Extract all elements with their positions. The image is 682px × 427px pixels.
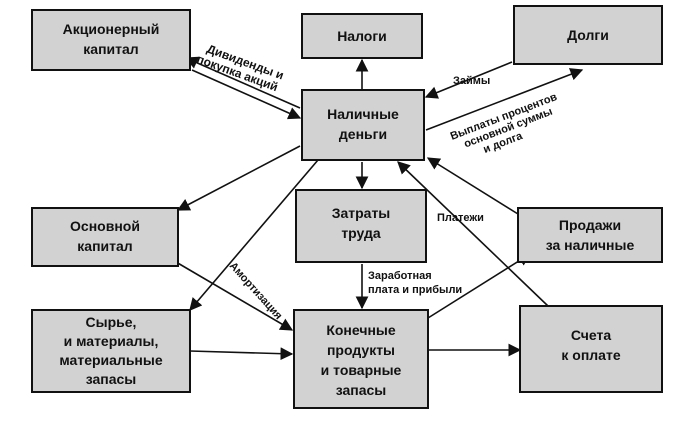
svg-text:Конечные: Конечные (326, 322, 396, 338)
edge-labels: Дивиденды и покупка акций Займы Выплаты … (195, 40, 571, 322)
edge-label-loans: Займы (453, 75, 490, 87)
svg-text:запасы: запасы (86, 371, 137, 387)
node-cash-sales: Продажи за наличные (517, 207, 663, 263)
svg-text:материальные: материальные (59, 352, 162, 368)
svg-text:Долги: Долги (567, 27, 609, 43)
edge-label-repayments: Выплаты процентов основной суммы и долга (449, 90, 571, 165)
edge-label-payments: Платежи (437, 212, 484, 224)
node-fixed-capital: Основной капитал (31, 207, 179, 267)
svg-text:за наличные: за наличные (546, 237, 635, 253)
edge-raw-to-final (189, 347, 294, 361)
edge-receivables-to-cash (397, 161, 549, 307)
svg-text:труда: труда (341, 225, 381, 241)
svg-text:Продажи: Продажи (559, 217, 621, 233)
svg-text:к оплате: к оплате (561, 347, 620, 363)
edge-fixed-capital-to-final (175, 261, 294, 331)
svg-text:и материалы,: и материалы, (64, 333, 159, 349)
node-receivables: Счета к оплате (519, 305, 663, 393)
edge-label-wages: Заработная плата и прибыли (368, 270, 462, 296)
edge-cash-to-debts (425, 68, 584, 131)
svg-text:Основной: Основной (70, 218, 140, 234)
svg-text:капитал: капитал (83, 41, 138, 57)
node-debts: Долги (513, 5, 663, 65)
edge-label-depreciation: Амортизация (227, 260, 285, 322)
node-final-products: Конечные продукты и товарные запасы (293, 309, 429, 409)
svg-text:Акционерный: Акционерный (63, 21, 160, 37)
svg-text:капитал: капитал (77, 238, 132, 254)
svg-text:Наличные: Наличные (327, 106, 399, 122)
edge-cash-to-equity (184, 56, 301, 109)
edge-cash-sales-to-cash (426, 157, 519, 215)
node-taxes: Налоги (301, 13, 423, 59)
edge-cash-to-fixed-capital (176, 145, 301, 211)
edge-cash-to-raw-materials (189, 159, 319, 311)
node-raw-materials: Сырье, и материалы, материальные запасы (31, 309, 191, 393)
svg-text:Налоги: Налоги (337, 28, 387, 44)
edges (175, 56, 584, 361)
svg-text:Сырье,: Сырье, (86, 314, 137, 330)
svg-text:Счета: Счета (571, 327, 612, 343)
svg-text:запасы: запасы (336, 382, 387, 398)
edge-equity-to-cash (191, 69, 302, 120)
node-equity: Акционерный капитал (31, 9, 191, 71)
edge-label-dividends: Дивиденды и покупка акций (195, 40, 289, 96)
node-cash: Наличные деньги (301, 89, 425, 161)
edge-final-to-cash-sales (427, 253, 532, 319)
edge-debts-to-cash (424, 61, 513, 99)
node-labor-costs: Затраты труда (295, 189, 427, 263)
svg-text:и товарные: и товарные (321, 362, 402, 378)
svg-text:продукты: продукты (327, 342, 395, 358)
svg-text:деньги: деньги (339, 126, 387, 142)
svg-text:Затраты: Затраты (332, 205, 391, 221)
